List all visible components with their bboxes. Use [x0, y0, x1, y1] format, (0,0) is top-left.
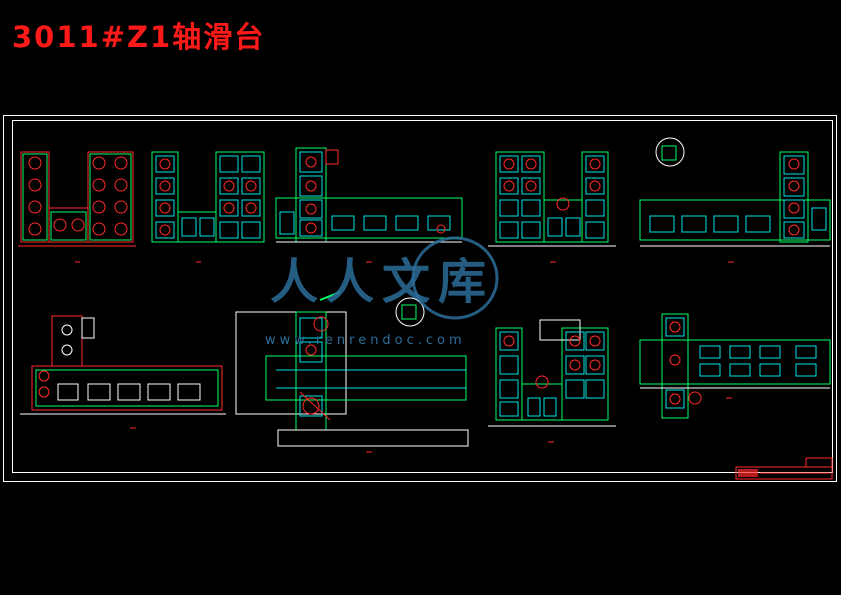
- watermark-logo: [411, 236, 499, 320]
- view-3: [275, 147, 463, 263]
- view-4: [488, 151, 616, 263]
- view-9: [639, 313, 831, 419]
- view-1: [18, 151, 136, 263]
- view-2: [151, 151, 265, 263]
- watermark-url: www.renrendoc.com: [265, 333, 466, 348]
- view-6: [20, 315, 226, 429]
- watermark-text: 人人文库: [270, 254, 495, 310]
- view-5: [639, 137, 831, 263]
- outer-frame: [3, 115, 837, 482]
- view-8: [488, 319, 616, 443]
- drawing-title: 3011#Z1轴滑台: [12, 20, 266, 54]
- view-7: [235, 291, 469, 453]
- title-block: [735, 457, 833, 480]
- inner-frame: [12, 120, 833, 473]
